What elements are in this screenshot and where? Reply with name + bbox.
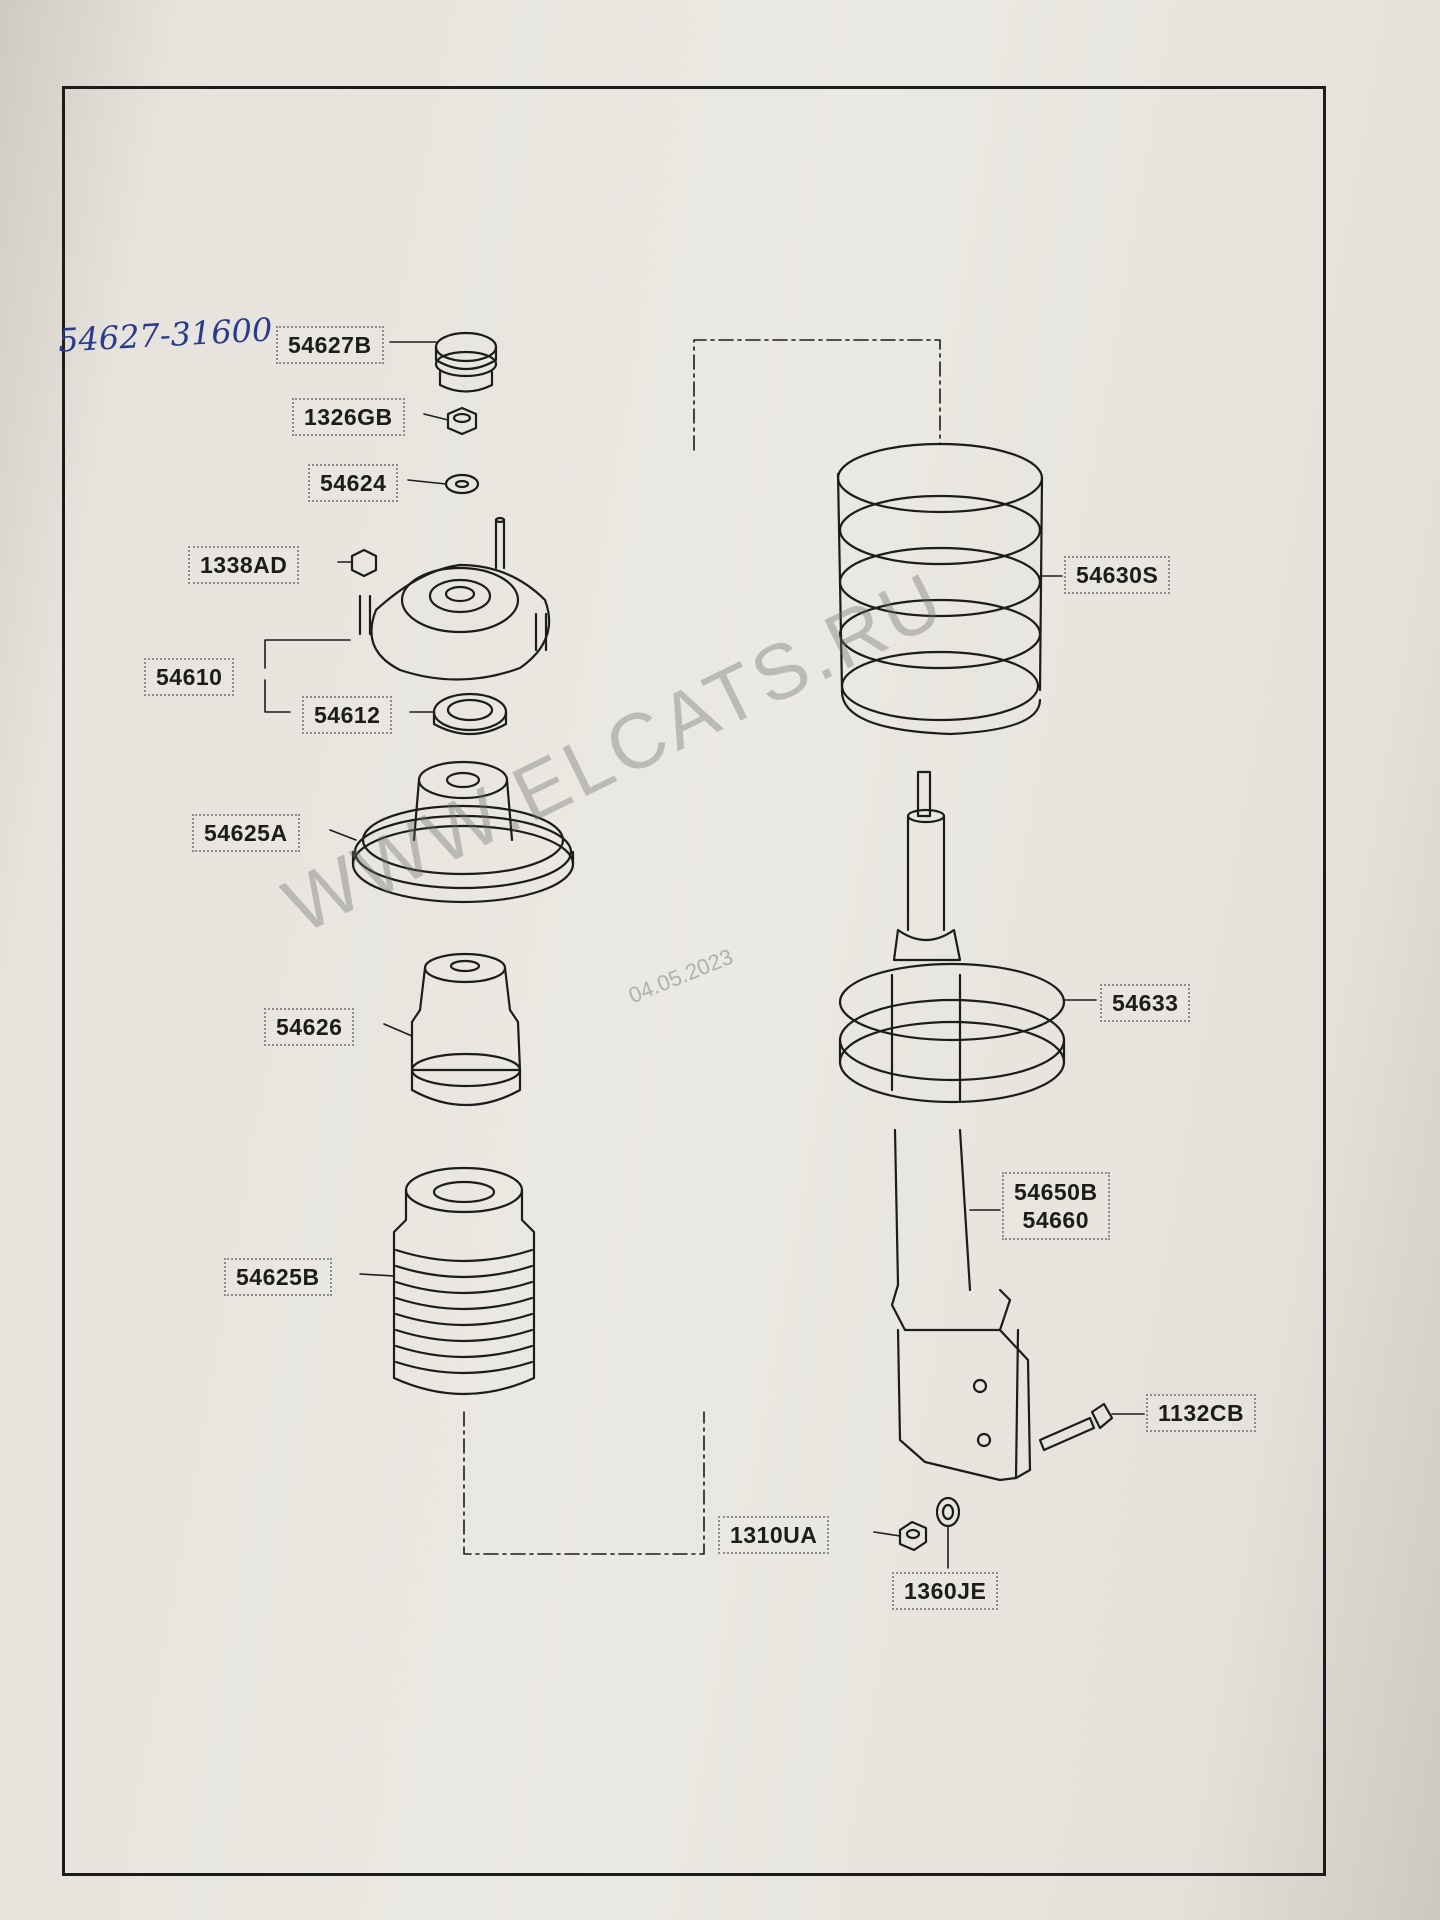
coil-spring-part <box>836 442 1044 736</box>
label-54650B-54660: 54650B 54660 <box>1002 1172 1110 1240</box>
dust-boot-part <box>392 1166 536 1396</box>
diagram-frame <box>62 86 1326 1876</box>
label-1310UA: 1310UA <box>718 1516 830 1554</box>
label-54660: 54660 <box>1022 1207 1090 1233</box>
label-54625A: 54625A <box>192 814 300 852</box>
mount-nut-part <box>350 548 378 578</box>
leader-lines <box>264 341 1145 1569</box>
label-54626: 54626 <box>264 1008 355 1046</box>
bump-stop-part <box>410 952 522 1106</box>
label-1338AD: 1338AD <box>188 546 300 584</box>
label-54650B: 54650B <box>1014 1179 1098 1205</box>
spring-seat-lower-part <box>838 928 1066 1104</box>
label-54627B: 54627B <box>276 326 384 364</box>
lock-nut-part <box>446 406 478 436</box>
label-1326GB: 1326GB <box>292 398 405 436</box>
label-54624: 54624 <box>308 464 399 502</box>
washer-part <box>444 473 480 495</box>
strut-body-part <box>890 1128 1032 1482</box>
bearing-part <box>432 692 508 735</box>
lower-washer-part <box>935 1496 961 1528</box>
piston-rod-part <box>906 770 946 932</box>
assembly-lines <box>463 339 941 1555</box>
bolt-part <box>1038 1402 1114 1452</box>
label-54612: 54612 <box>302 696 393 734</box>
label-54610: 54610 <box>144 658 235 696</box>
lower-nut-part <box>898 1520 928 1552</box>
label-1132CB: 1132CB <box>1146 1394 1257 1432</box>
label-54630S: 54630S <box>1064 556 1171 594</box>
spring-seat-upper-part <box>351 760 575 904</box>
label-1360JE: 1360JE <box>892 1572 999 1610</box>
label-54633: 54633 <box>1100 984 1191 1022</box>
dust-cap-part <box>434 331 498 393</box>
label-54625B: 54625B <box>224 1258 332 1296</box>
strut-mount-part <box>358 516 551 681</box>
